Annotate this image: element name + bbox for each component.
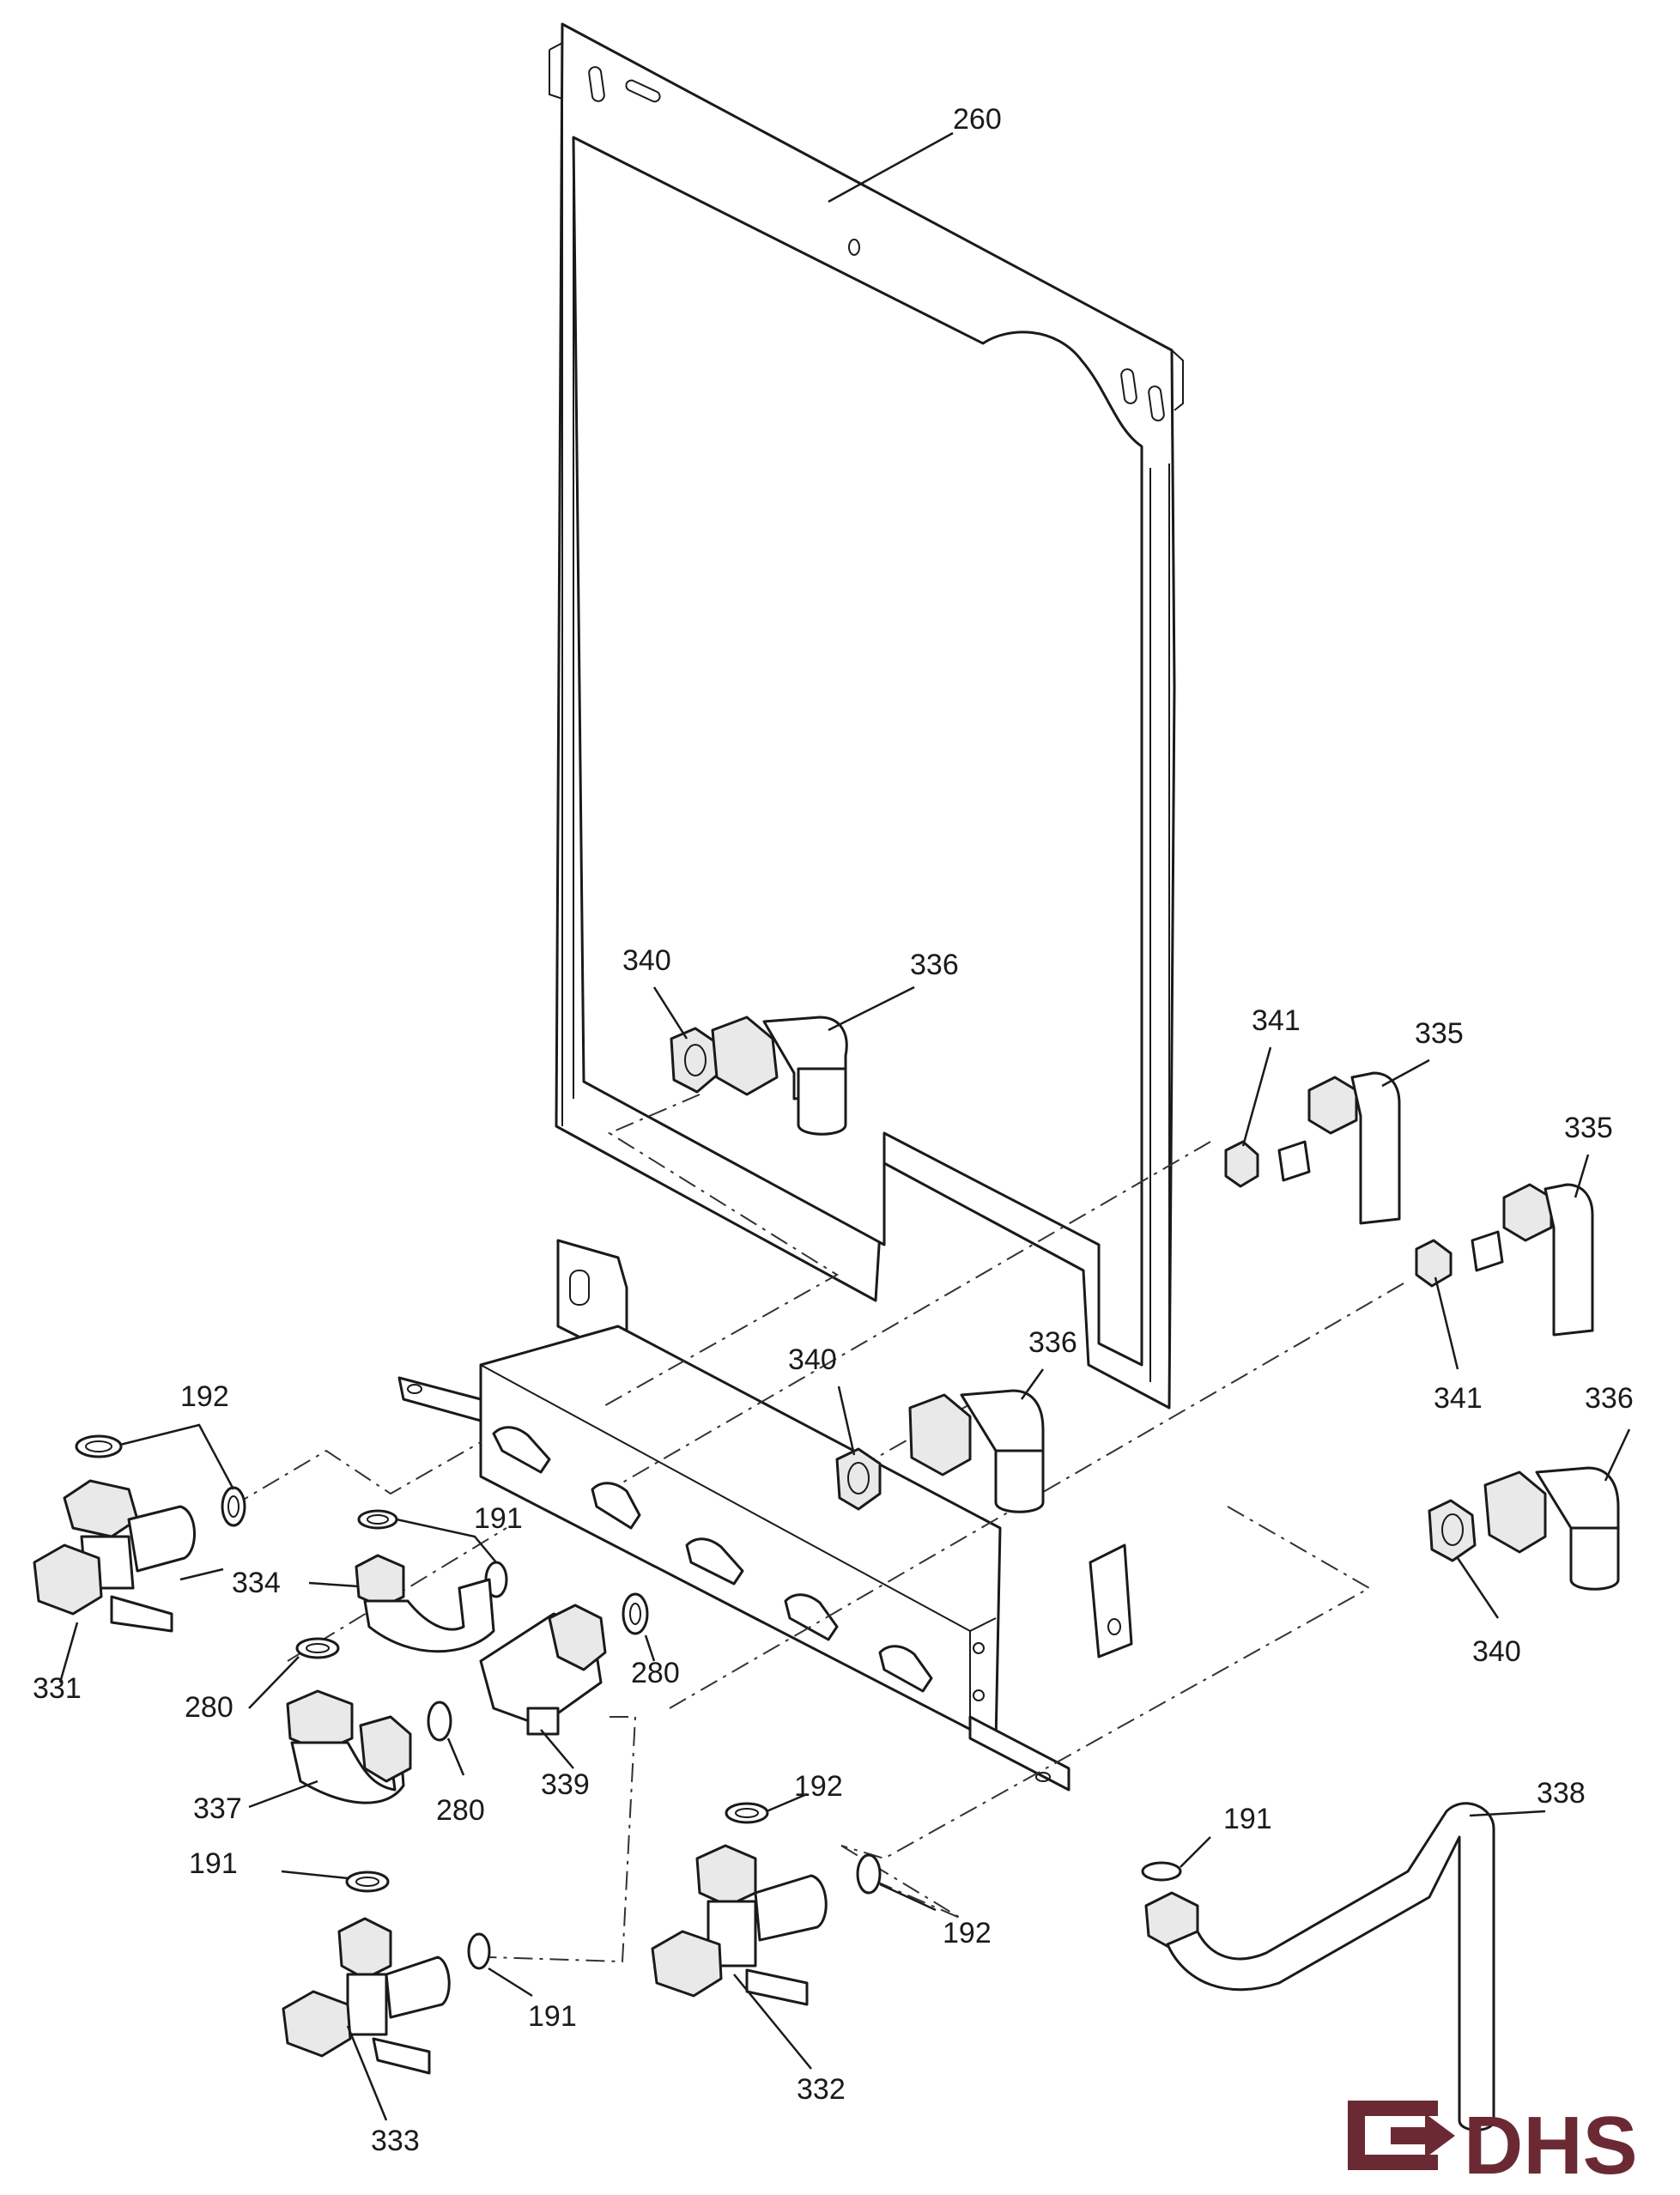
callout-333: 333	[371, 2125, 420, 2157]
callout-280-b: 280	[436, 1794, 485, 1827]
elbow-336-lower	[1483, 1466, 1620, 1591]
elbow-334	[355, 1554, 495, 1653]
washer-192-top-left	[75, 1434, 123, 1458]
callout-337: 337	[193, 1792, 242, 1825]
elbow-336-middle	[908, 1389, 1045, 1513]
manifold-bar	[397, 1325, 1070, 1792]
callout-191-upper: 191	[474, 1502, 523, 1535]
callout-192-mid-top: 192	[794, 1770, 843, 1803]
callout-335-lower: 335	[1564, 1112, 1613, 1144]
callout-192-left: 192	[180, 1380, 229, 1413]
callout-191-lower: 191	[528, 2000, 577, 2033]
callout-341-upper: 341	[1252, 1004, 1301, 1037]
callout-331: 331	[33, 1672, 82, 1705]
elbow-335-lower	[1471, 1183, 1594, 1337]
callout-340-middle: 340	[788, 1343, 837, 1376]
dhs-logo: DHS	[1348, 2100, 1638, 2192]
callout-260: 260	[953, 103, 1002, 136]
isolation-valve-332	[651, 1844, 828, 2006]
callout-340-lower: 340	[1472, 1635, 1521, 1668]
isolation-valve-331	[33, 1479, 196, 1633]
washer-280-b	[427, 1701, 452, 1742]
callout-335-upper: 335	[1415, 1017, 1464, 1050]
elbow-335-upper	[1277, 1071, 1401, 1225]
dhs-logo-text: DHS	[1464, 2100, 1638, 2192]
callout-341-lower: 341	[1434, 1382, 1483, 1415]
elbow-336-upper	[711, 1016, 848, 1136]
callout-280-c: 280	[631, 1657, 680, 1689]
washer-192-b	[725, 1802, 769, 1824]
callout-336-upper: 336	[910, 949, 959, 981]
locknut-340-lower	[1428, 1499, 1477, 1562]
callout-leader-lines	[58, 131, 1631, 2121]
callout-340-upper: 340	[622, 944, 671, 977]
washer-191-a	[357, 1509, 398, 1530]
callout-280-a: 280	[185, 1691, 234, 1724]
washer-191-d	[467, 1932, 491, 1970]
pipe-338	[1141, 1802, 1495, 2131]
callout-332: 332	[797, 2073, 846, 2106]
callout-338: 338	[1537, 1777, 1586, 1810]
tee-valve-333	[282, 1917, 451, 2075]
elbow-337	[286, 1689, 412, 1804]
washer-280-c	[622, 1592, 649, 1635]
washer-191-c	[345, 1871, 390, 1893]
callout-191-lower-left: 191	[189, 1847, 238, 1880]
callout-339: 339	[541, 1768, 590, 1801]
callout-336-lower: 336	[1585, 1382, 1634, 1415]
callout-numbers: 260 340 336 341 335 335 341 340 336 336 …	[33, 103, 1634, 2157]
callout-336-middle: 336	[1028, 1326, 1077, 1359]
locknut-340-middle	[835, 1447, 882, 1511]
locknut-341-upper	[1224, 1140, 1259, 1188]
washer-192-c	[856, 1853, 882, 1895]
fitting-339	[479, 1604, 607, 1736]
callout-191-right: 191	[1223, 1803, 1272, 1835]
locknut-341-lower	[1415, 1239, 1453, 1288]
washer-192-side-left	[221, 1486, 246, 1527]
callout-334: 334	[232, 1567, 281, 1599]
dhs-logo-mark	[1348, 2101, 1455, 2170]
callout-192-mid-right: 192	[943, 1917, 992, 1949]
washer-280-a	[295, 1637, 340, 1659]
